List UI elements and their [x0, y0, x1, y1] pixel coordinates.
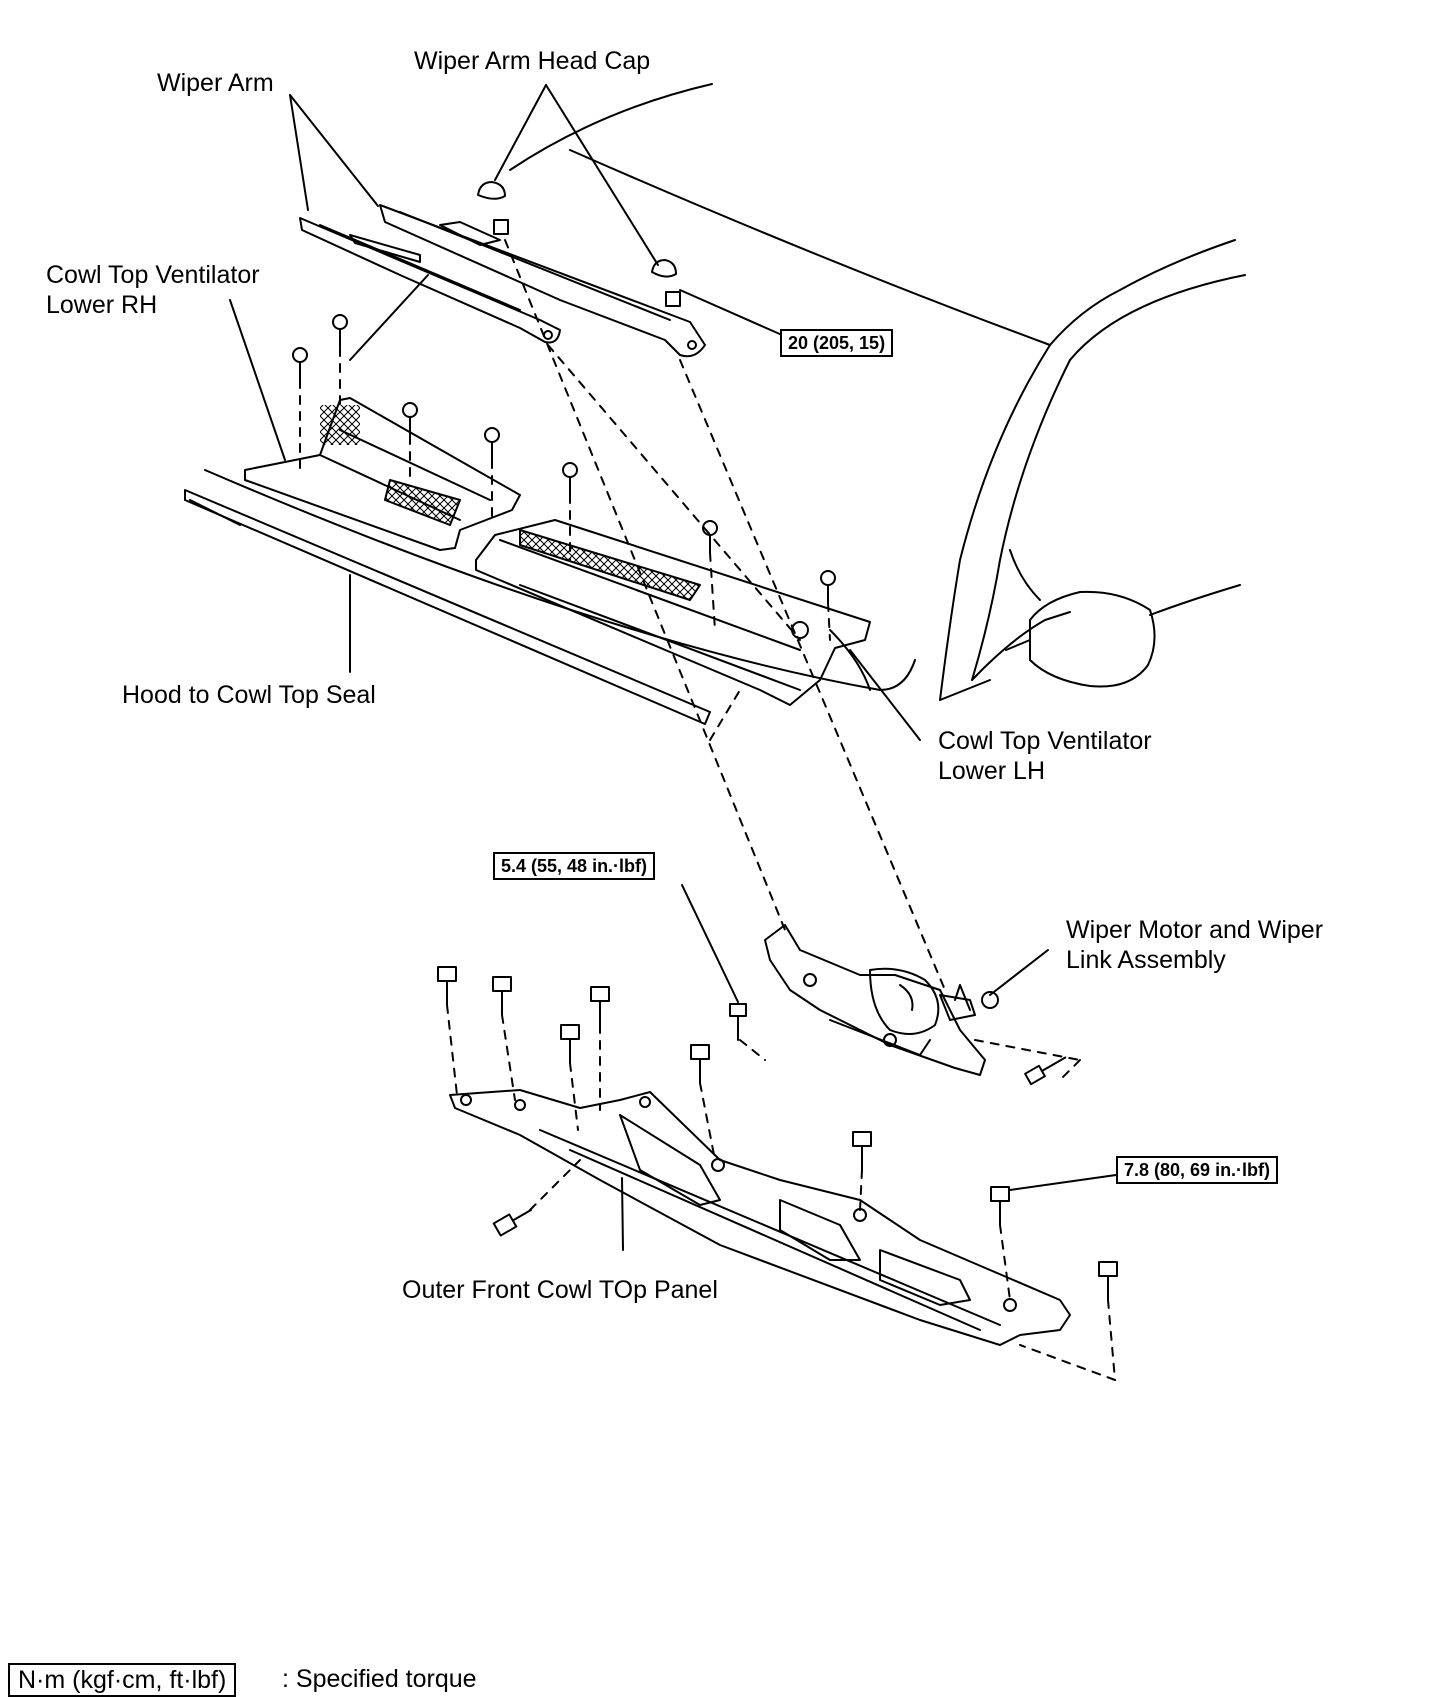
hood-to-cowl-top-seal	[184, 489, 711, 725]
cowl-top-ventilator-lh	[475, 519, 871, 706]
label-wiper-arm: Wiper Arm	[157, 69, 274, 97]
motor-bolts	[729, 991, 1067, 1086]
wiper-motor-link-assembly	[764, 924, 986, 1076]
label-hood-to-cowl-top-seal: Hood to Cowl Top Seal	[122, 681, 376, 709]
torque-motor-bolt: 5.4 (55, 48 in.·lbf)	[493, 852, 656, 880]
panel-bolts	[437, 966, 1118, 1301]
cowl-top-ventilator-rh	[244, 397, 521, 551]
head-caps	[477, 181, 681, 307]
wiper-arms	[299, 204, 706, 358]
label-cowl-top-ventilator-lh: Cowl Top Ventilator Lower LH	[938, 727, 1152, 785]
outer-front-cowl-top-panel	[449, 1089, 1071, 1346]
alignment-lines-upper	[299, 239, 946, 991]
label-outer-front-cowl-top-panel: Outer Front Cowl TOp Panel	[402, 1276, 718, 1304]
side-mirror	[1005, 584, 1241, 688]
label-wiper-arm-head-cap: Wiper Arm Head Cap	[414, 47, 651, 75]
label-wiper-motor-link-assembly: Wiper Motor and Wiper Link Assembly	[1066, 916, 1324, 974]
ventilator-screws	[292, 314, 836, 604]
legend-unit-box: N·m (kgf·cm, ft·lbf)	[8, 1663, 237, 1697]
torque-wiper-arm-nut: 20 (205, 15)	[780, 329, 894, 357]
alignment-lines-lower	[446, 1004, 1116, 1381]
vehicle-body-outline	[204, 83, 1246, 701]
label-cowl-top-ventilator-rh: Cowl Top Ventilator Lower RH	[46, 261, 260, 319]
torque-panel-bolt: 7.8 (80, 69 in.·lbf)	[1116, 1156, 1279, 1184]
legend-description: : Specified torque	[282, 1665, 477, 1693]
leader-lines	[229, 84, 1117, 1251]
